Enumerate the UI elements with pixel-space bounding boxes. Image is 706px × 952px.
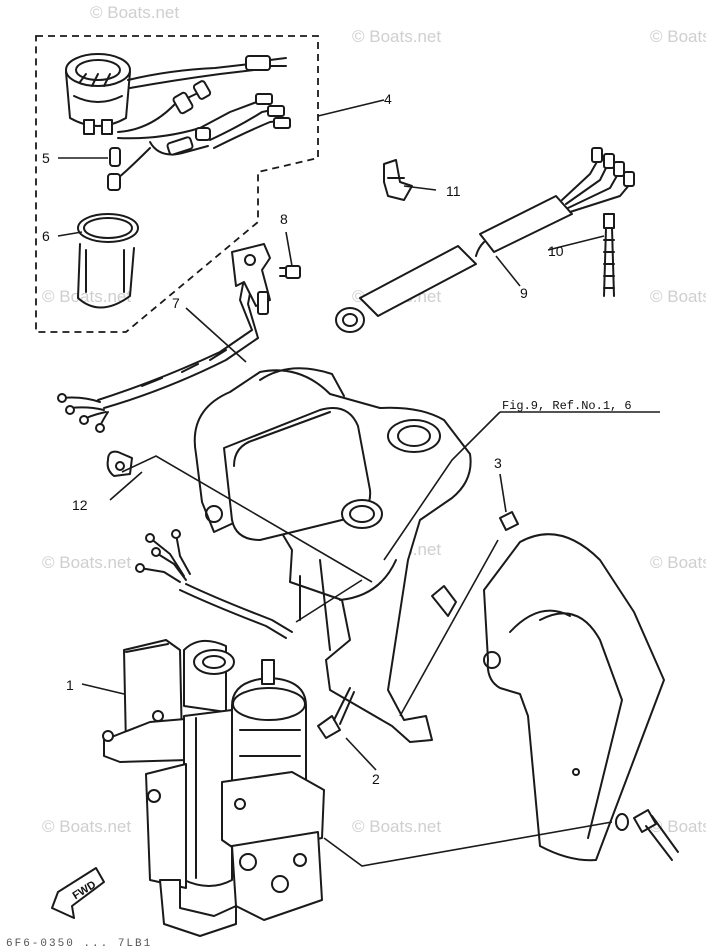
callout-2: 2: [372, 771, 380, 787]
screw-8[interactable]: [279, 265, 301, 279]
nut-3[interactable]: [499, 511, 519, 531]
bezel-bracket-6[interactable]: [77, 213, 139, 309]
watermark: © Boats.net: [650, 553, 706, 572]
watermark: © Boats.net: [650, 27, 706, 46]
callout-7: 7: [172, 295, 180, 311]
callout-10: 10: [548, 243, 564, 259]
reference-note: Fig.9, Ref.No.1, 6: [502, 399, 632, 413]
fuse-5[interactable]: [109, 147, 121, 167]
trim-wire-harness-7[interactable]: [57, 267, 259, 433]
washer-bolt[interactable]: [615, 809, 679, 861]
trim-switch-bracket[interactable]: [231, 243, 271, 315]
watermark: © Boats.net: [650, 287, 706, 306]
clamp-bracket[interactable]: [431, 533, 665, 862]
callout-3: 3: [494, 455, 502, 471]
kit-outline: [35, 35, 319, 333]
callout-1: 1: [66, 677, 74, 693]
callout-11: 11: [446, 183, 461, 199]
leader-lines: [57, 99, 660, 867]
clip-11[interactable]: [383, 159, 413, 201]
cable-tie-10[interactable]: [603, 213, 615, 297]
callout-9: 9: [520, 285, 528, 301]
callout-12: 12: [72, 497, 88, 513]
trim-gauge[interactable]: [65, 53, 131, 135]
tilt-motor-leads[interactable]: [135, 529, 293, 639]
watermark: © Boats.net: [42, 287, 131, 306]
gauge-wire-harness[interactable]: [107, 55, 291, 191]
extension-harness-9[interactable]: [335, 147, 635, 333]
watermark: © Boats.net: [42, 817, 131, 836]
watermark: © Boats.net: [352, 817, 441, 836]
fwd-arrow-icon: FWD: [51, 867, 105, 919]
bolt-2[interactable]: [317, 687, 355, 739]
callout-6: 6: [42, 228, 50, 244]
power-trim-tilt-unit-1[interactable]: [102, 639, 325, 937]
footer-code: 6F6-0350 ... 7LB1: [6, 938, 152, 950]
callout-labels: 1 2 3 4 5 6 7 8 9 10 11 12 Fig.9, Ref.No…: [42, 91, 632, 787]
callout-4: 4: [384, 91, 392, 107]
clamp-12[interactable]: [106, 450, 133, 477]
callout-5: 5: [42, 150, 50, 166]
callout-8: 8: [280, 211, 288, 227]
watermark: © Boats.net: [42, 553, 131, 572]
swivel-bracket[interactable]: [193, 367, 472, 743]
watermark: © Boats.net: [90, 3, 179, 22]
watermark: © Boats.net: [352, 27, 441, 46]
